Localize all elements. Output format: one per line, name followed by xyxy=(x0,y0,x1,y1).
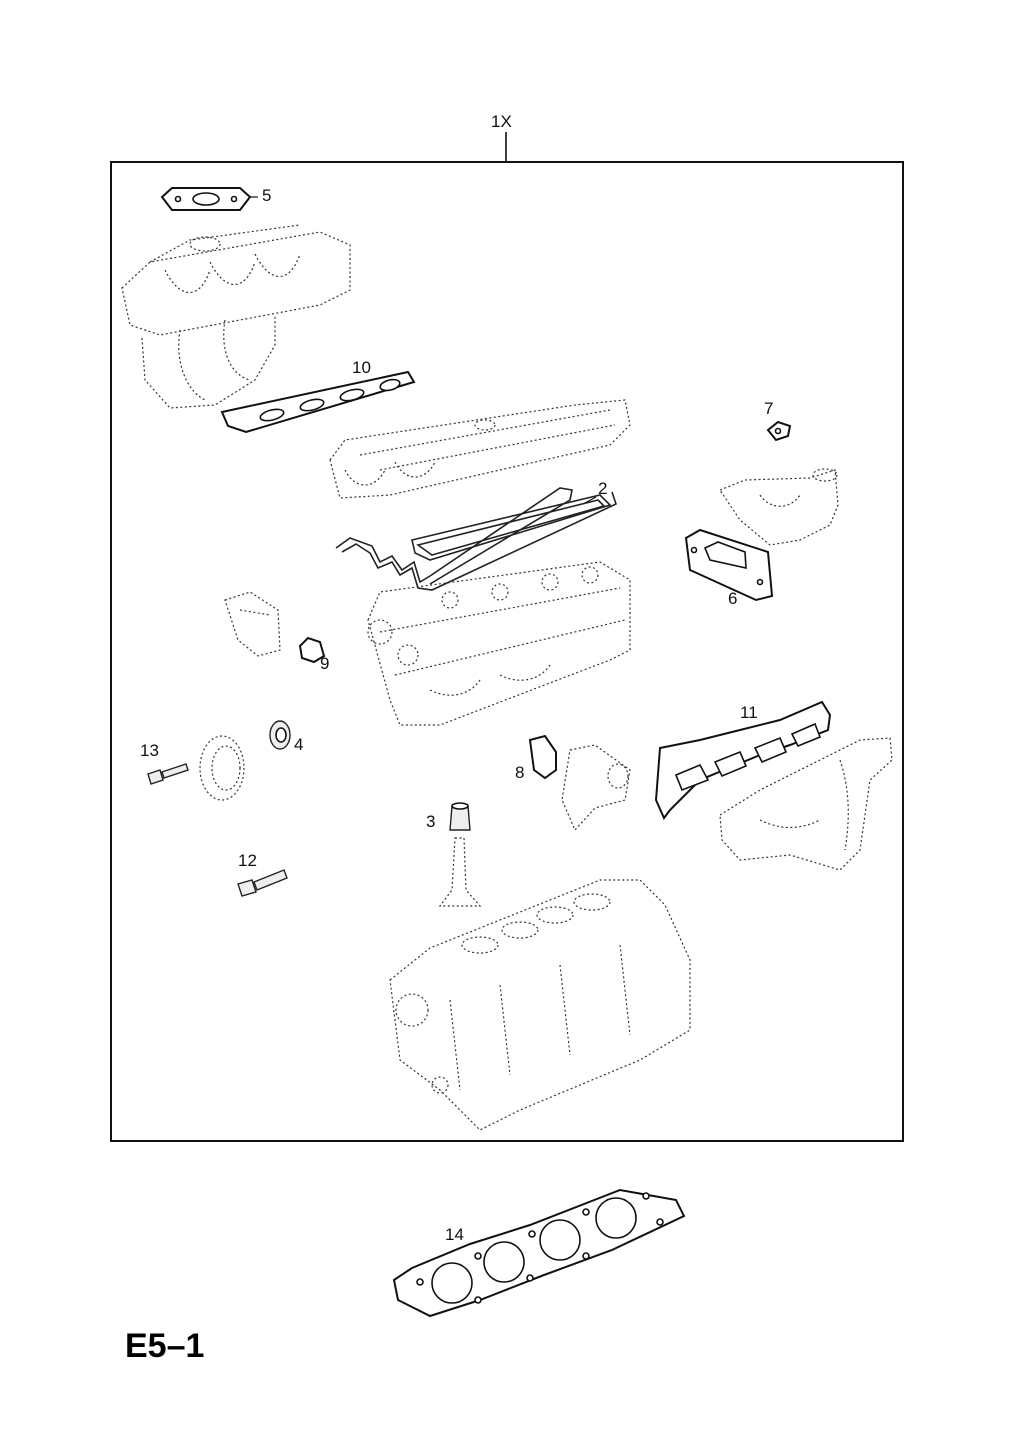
valve-drawing xyxy=(438,837,482,907)
pulley-ring-drawing xyxy=(199,735,245,801)
water-outlet-drawing xyxy=(561,744,631,832)
valve-cover-drawing xyxy=(329,399,631,499)
housing-piece-drawing xyxy=(224,591,281,657)
part-14-head-gasket[interactable] xyxy=(392,1188,686,1318)
part-10-intake-gasket[interactable] xyxy=(220,370,416,434)
part-9-small-gasket[interactable] xyxy=(298,636,326,664)
callout-10: 10 xyxy=(352,358,371,377)
thermostat-housing-drawing xyxy=(719,468,839,546)
engine-block-drawing xyxy=(389,879,691,1131)
callout-6: 6 xyxy=(728,589,737,608)
callout-12: 12 xyxy=(238,851,257,870)
part-7-small-gasket[interactable] xyxy=(766,420,792,442)
part-4-oil-seal[interactable] xyxy=(269,720,291,750)
kit-frame xyxy=(110,161,904,1142)
part-3-valve-stem-seal[interactable] xyxy=(449,802,471,831)
exhaust-manifold-drawing xyxy=(719,737,893,871)
callout-2: 2 xyxy=(598,479,607,498)
callout-13: 13 xyxy=(140,741,159,760)
intake-manifold-drawing xyxy=(121,224,351,409)
callout-3: 3 xyxy=(426,812,435,831)
part-11-exhaust-gasket[interactable] xyxy=(654,700,832,820)
callout-11: 11 xyxy=(740,703,758,722)
callout-8: 8 xyxy=(515,763,524,782)
callout-4: 4 xyxy=(294,735,303,754)
part-2-valve-cover-gasket[interactable] xyxy=(335,487,617,591)
part-6-housing-gasket[interactable] xyxy=(684,528,774,602)
cylinder-head-drawing xyxy=(367,561,631,726)
part-13-bolt[interactable] xyxy=(147,763,189,785)
page-code: E5–1 xyxy=(125,1327,204,1365)
callout-kit: 1X xyxy=(491,112,512,131)
part-12-bolt[interactable] xyxy=(237,869,288,897)
callout-14: 14 xyxy=(445,1225,464,1244)
part-8-outlet-gasket[interactable] xyxy=(528,734,557,780)
callout-5: 5 xyxy=(262,186,271,205)
callout-7: 7 xyxy=(764,399,773,418)
part-5-throttle-gasket[interactable] xyxy=(160,187,258,211)
callout-9: 9 xyxy=(320,654,329,673)
